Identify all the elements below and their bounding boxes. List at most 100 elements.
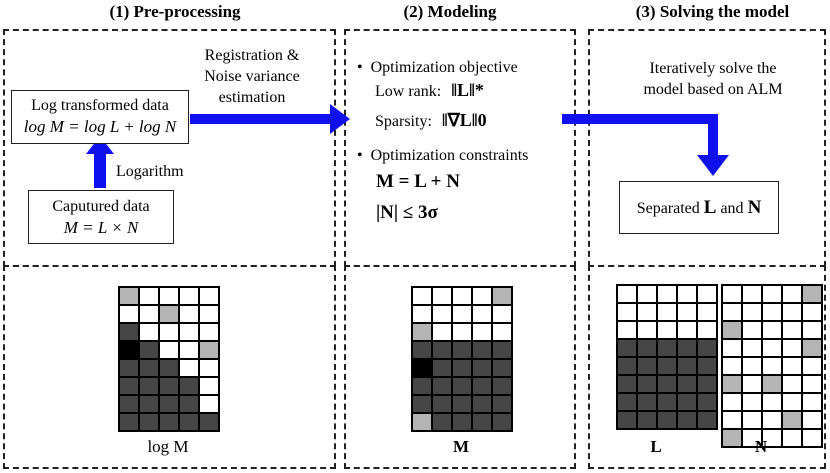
matrix-cell [179,341,199,359]
matrix-cell [762,375,782,393]
matrix-cell [802,357,822,375]
registration-line2: Noise variance [204,68,300,85]
matrix-cell [119,395,139,413]
matrix-cell [637,285,657,303]
stage-title-preprocessing: (1) Pre-processing [109,2,241,21]
matrix-cell [762,285,782,303]
captured-data-box: Caputured data M = L × N [28,190,174,244]
log-transformed-data-box: Log transformed data log M = log L + log… [11,90,189,144]
bullet-dot-2: • [357,147,371,164]
matrix-L [616,284,718,430]
matrix-cell [762,321,782,339]
matrix-cell [492,323,512,341]
matrix-cell [742,429,762,447]
matrix-cell [159,305,179,323]
matrix-cell [637,375,657,393]
matrix-cell [159,341,179,359]
matrix-cell [119,323,139,341]
matrix-cell [742,321,762,339]
matrix-cell [199,359,219,377]
caption-logM: log M [147,437,189,456]
matrix-cell [492,341,512,359]
matrix-cell [802,285,822,303]
matrix-cell [637,411,657,429]
matrix-cell [199,395,219,413]
matrix-cell [139,341,159,359]
matrix-cell [199,287,219,305]
matrix-cell [657,357,677,375]
caption-N: N [754,437,768,456]
matrix-cell [432,323,452,341]
matrix-cell [472,413,492,431]
matrix-cell [452,395,472,413]
matrix-cell [657,339,677,357]
matrix-cell [412,395,432,413]
matrix-cell [432,377,452,395]
matrix-cell [722,411,742,429]
matrix-cell [722,375,742,393]
matrix-cell [782,321,802,339]
matrix-cell [802,393,822,411]
matrix-cell [697,285,717,303]
matrix-cell [432,359,452,377]
matrix-cell [139,305,159,323]
matrix-cell [782,303,802,321]
constraint-bound: |N| ≤ 3σ [376,202,438,223]
matrix-cell [432,413,452,431]
separated-L: L [703,197,717,218]
panel-preprocessing-bottom [3,265,336,469]
matrix-cell [179,305,199,323]
matrix-logM [118,286,220,432]
matrix-cell [742,393,762,411]
matrix-cell [637,303,657,321]
matrix-cell [412,341,432,359]
low-rank-label: Low rank: [375,83,442,100]
matrix-cell [802,321,822,339]
low-rank-expression: ‖L‖* [451,80,484,100]
log-box-title: Log transformed data [31,97,169,114]
logarithm-label: Logarithm [116,163,184,180]
matrix-cell [677,411,697,429]
matrix-cell [159,413,179,431]
matrix-cell [782,429,802,447]
matrix-cell [159,287,179,305]
matrix-cell [802,429,822,447]
matrix-cell [697,393,717,411]
matrix-cell [617,321,637,339]
panel-solving-bottom [588,265,826,469]
matrix-cell [412,359,432,377]
matrix-cell [637,321,657,339]
matrix-cell [722,321,742,339]
matrix-cell [119,359,139,377]
stage-title-solving: (3) Solving the model [635,2,790,21]
matrix-cell [139,413,159,431]
matrix-cell [657,303,677,321]
matrix-cell [179,359,199,377]
matrix-cell [742,303,762,321]
matrix-cell [802,411,822,429]
matrix-cell [677,303,697,321]
matrix-cell [617,393,637,411]
matrix-cell [179,413,199,431]
matrix-cell [782,393,802,411]
matrix-cell [139,395,159,413]
matrix-cell [677,375,697,393]
bullet-dot: • [357,59,371,76]
matrix-cell [199,341,219,359]
matrix-cell [617,357,637,375]
matrix-cell [472,305,492,323]
matrix-cell [452,287,472,305]
matrix-cell [432,341,452,359]
matrix-cell [762,393,782,411]
captured-box-equation: M = L × N [63,218,139,237]
objective-bullet: • Optimization objective [357,57,518,78]
matrix-cell [657,375,677,393]
solve-arrow [562,114,729,176]
matrix-cell [179,287,199,305]
matrix-cell [677,321,697,339]
caption-L: L [650,437,662,456]
separated-and: and [720,200,744,217]
separated-N: N [747,197,762,218]
matrix-cell [139,323,159,341]
matrix-cell [722,357,742,375]
